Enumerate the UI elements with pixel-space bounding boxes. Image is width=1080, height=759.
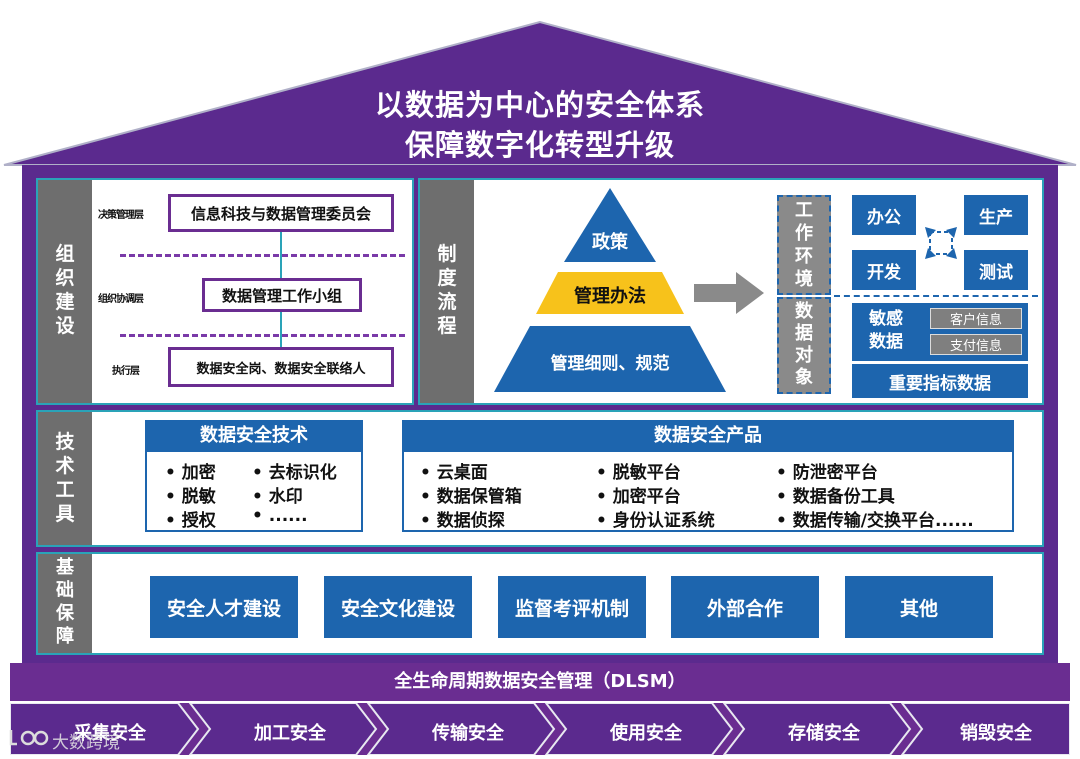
stage-chevron	[544, 703, 734, 755]
product-item: • 云桌面	[420, 463, 488, 483]
org-label-bg	[38, 180, 92, 403]
product-item: • 脱敏平台	[596, 463, 681, 483]
foundation-label: 基础保障	[56, 557, 74, 647]
product-item: • 加密平台	[596, 487, 681, 507]
tech-item: • 脱敏	[165, 487, 216, 507]
env-production: 生产	[964, 195, 1028, 235]
right-arrow-icon	[694, 272, 764, 314]
exchange-arrows-icon	[925, 227, 957, 259]
stage-chevron	[188, 703, 378, 755]
tech-header: 数据安全技术	[145, 420, 363, 452]
env-divider	[834, 295, 1038, 297]
foundation-item-partnership: 外部合作	[671, 576, 819, 638]
payment-info-tag: 支付信息	[930, 334, 1022, 355]
foundation-item-supervision: 监督考评机制	[498, 576, 646, 638]
pyramid-bottom	[494, 326, 726, 392]
customer-info-tag: 客户信息	[930, 308, 1022, 329]
org-label: 组织建设	[55, 243, 75, 337]
env-testing: 测试	[964, 250, 1028, 290]
stage-chevron	[722, 703, 912, 755]
pyramid	[494, 188, 726, 392]
sensitive-data-label: 敏感数据	[869, 309, 903, 352]
process-label-bg	[420, 180, 474, 403]
level-coordination: 组织协调层	[98, 294, 144, 305]
stage-destroy: 销毁安全	[960, 723, 1032, 744]
process-label: 制度流程	[437, 243, 457, 337]
tech-label: 技术工具	[55, 431, 75, 525]
work-env-label: 工作环境	[777, 195, 831, 295]
product-item: • 数据传输/交换平台......	[776, 511, 974, 531]
level-decision: 决策管理层	[98, 210, 144, 221]
stage-transmit: 传输安全	[432, 723, 504, 744]
env-office: 办公	[852, 195, 916, 235]
product-item: • 防泄密平台	[776, 463, 878, 483]
product-item: • 数据保管箱	[420, 487, 522, 507]
stage-chevron	[10, 703, 200, 755]
stage-chevron	[366, 703, 556, 755]
pyramid-top	[564, 188, 656, 262]
level-execution: 执行层	[112, 366, 140, 377]
dlsm-bar: 全生命周期数据安全管理（DLSM）	[10, 663, 1070, 701]
product-item: • 数据侦探	[420, 511, 505, 531]
product-item: • 数据备份工具	[776, 487, 895, 507]
foundation-item-talent: 安全人才建设	[150, 576, 298, 638]
tech-item: • ......	[252, 506, 308, 526]
tech-label-bg	[38, 412, 92, 545]
officers-box: 数据安全岗、数据安全联络人	[168, 347, 394, 387]
pyramid-middle	[536, 272, 684, 314]
stage-store: 存储安全	[788, 723, 860, 744]
watermark-text: 大数跨境	[52, 733, 120, 753]
foundation-item-culture: 安全文化建设	[324, 576, 472, 638]
divider-2	[120, 334, 405, 337]
stage-collect: 采集安全	[74, 723, 146, 744]
data-obj-label: 数据对象	[777, 297, 831, 394]
roof-title-line1: 以数据为中心的安全体系	[374, 88, 705, 122]
stage-use: 使用安全	[610, 723, 682, 744]
tech-item: • 去标识化	[252, 463, 337, 483]
stage-process: 加工安全	[254, 723, 326, 744]
working-group-box: 数据管理工作小组	[202, 278, 362, 312]
stage-chevron	[900, 703, 1070, 755]
committee-box: 信息科技与数据管理委员会	[168, 194, 394, 232]
tech-item: • 加密	[165, 463, 216, 483]
product-item: • 身份认证系统	[596, 511, 715, 531]
pyramid-bottom-label: 管理细则、规范	[550, 354, 670, 374]
stage-chevrons	[10, 703, 1070, 755]
env-development: 开发	[852, 250, 916, 290]
tech-item: • 授权	[165, 511, 216, 531]
foundation-item-other: 其他	[845, 576, 993, 638]
roof-title-line2: 保障数字化转型升级	[404, 128, 675, 162]
pyramid-middle-label: 管理办法	[574, 286, 646, 307]
pyramid-top-label: 政策	[592, 232, 628, 253]
product-header: 数据安全产品	[402, 420, 1014, 452]
foundation-label-bg	[38, 554, 92, 653]
divider-1	[120, 254, 405, 257]
watermark-logo-icon	[9, 730, 49, 746]
key-indicators-block: 重要指标数据	[852, 364, 1028, 398]
tech-item: • 水印	[252, 487, 303, 507]
